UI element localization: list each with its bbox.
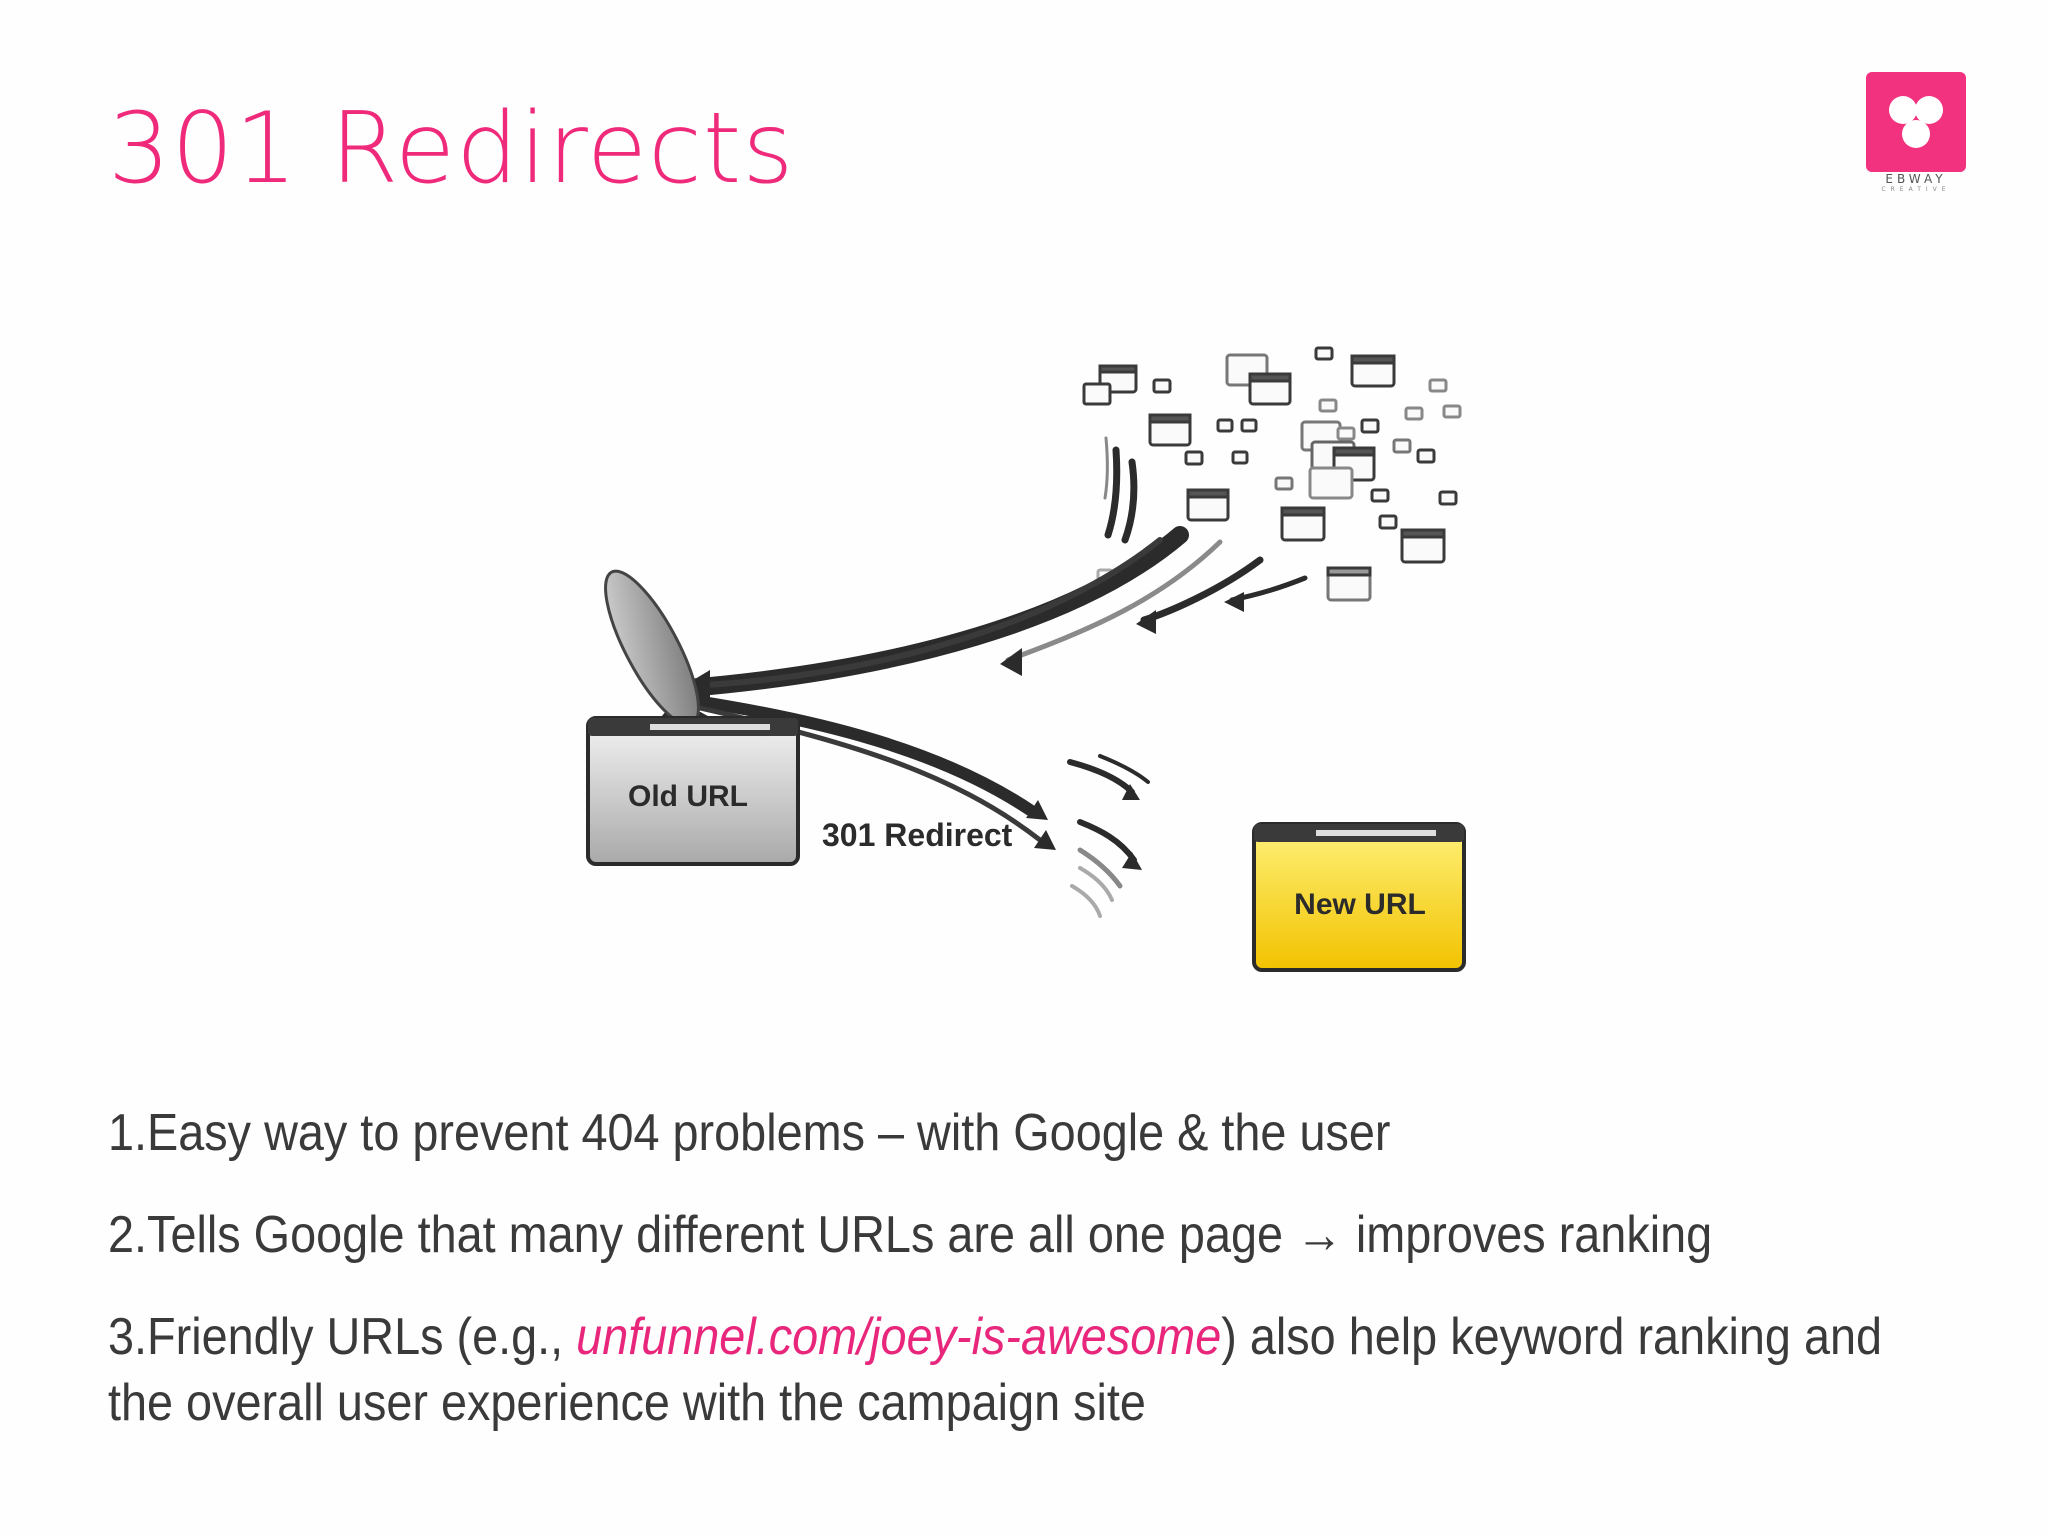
redirect-diagram: Old URL 301 Redirect New URL bbox=[586, 346, 1466, 972]
bullet-text-after: ) also help keyword ranking and the over… bbox=[108, 1308, 1883, 1432]
new-url-label: New URL bbox=[1294, 888, 1426, 921]
bullet-list: 1.Easy way to prevent 404 problems – wit… bbox=[108, 1100, 2008, 1472]
bullet-item: 3.Friendly URLs (e.g., unfunnel.com/joey… bbox=[108, 1304, 1890, 1436]
bullet-number: 2. bbox=[108, 1206, 148, 1264]
example-url-link[interactable]: unfunnel.com/joey-is-awesome bbox=[576, 1308, 1222, 1366]
outgoing-arrow-heads bbox=[1026, 784, 1142, 870]
three-circles-logo-icon bbox=[1866, 72, 1966, 172]
logo-tagline: CREATIVE bbox=[1881, 186, 1951, 193]
scattered-window-icons bbox=[1082, 346, 1462, 602]
bullet-text-after: improves ranking bbox=[1342, 1206, 1713, 1264]
old-url-label: Old URL bbox=[628, 780, 748, 813]
logo-brand-text: EBWAY bbox=[1885, 172, 1947, 186]
redirect-label: 301 Redirect bbox=[822, 817, 1013, 853]
old-url-window: Old URL bbox=[586, 716, 800, 866]
bullet-text: Friendly URLs (e.g., bbox=[147, 1308, 577, 1366]
bullet-text: Easy way to prevent 404 problems – with … bbox=[147, 1104, 1391, 1162]
brand-logo: EBWAY CREATIVE bbox=[1862, 72, 1970, 193]
bullet-item: 2.Tells Google that many different URLs … bbox=[108, 1202, 1998, 1268]
bullet-text: Tells Google that many different URLs ar… bbox=[147, 1206, 1297, 1264]
bullet-number: 3. bbox=[108, 1308, 148, 1366]
right-arrow-icon: → bbox=[1296, 1206, 1343, 1264]
slide-title: 301 Redirects bbox=[108, 92, 795, 206]
new-url-window: New URL bbox=[1252, 822, 1466, 972]
bullet-item: 1.Easy way to prevent 404 problems – wit… bbox=[108, 1100, 1998, 1166]
bullet-number: 1. bbox=[108, 1104, 148, 1162]
incoming-arrows bbox=[679, 436, 1308, 697]
